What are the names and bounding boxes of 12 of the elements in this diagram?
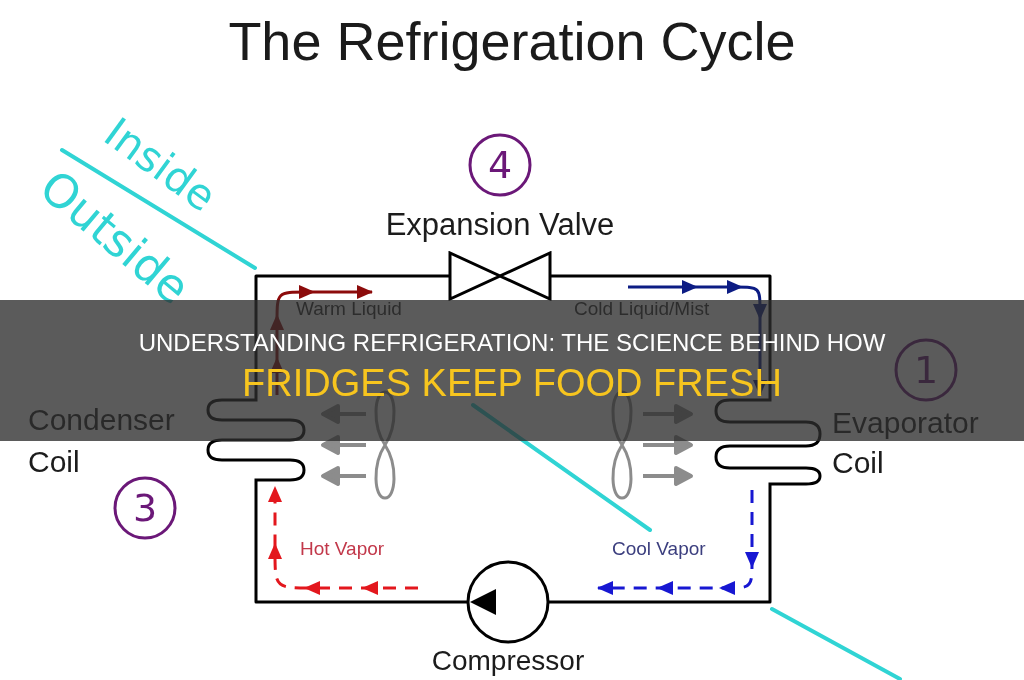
pipe-line [254,487,418,604]
pipe-line [598,490,772,604]
numbered-circle: 4 [468,133,532,197]
flow-arrow [597,490,759,595]
numbered-circle: 3 [113,476,177,540]
edge-label: Cool Vapor [612,538,706,560]
edge-label: Hot Vapor [300,538,385,560]
caption: UNDERSTANDING REFRIGERATION: THE SCIENCE BEHIND HOW FRIDGES KEEP FOOD FRESH [137,328,887,404]
component-label: Compressor [430,646,586,676]
title: The Refrigeration Cycle [228,11,796,71]
component-label: Expansion Valve [384,206,616,244]
flow-arrow [268,486,418,595]
